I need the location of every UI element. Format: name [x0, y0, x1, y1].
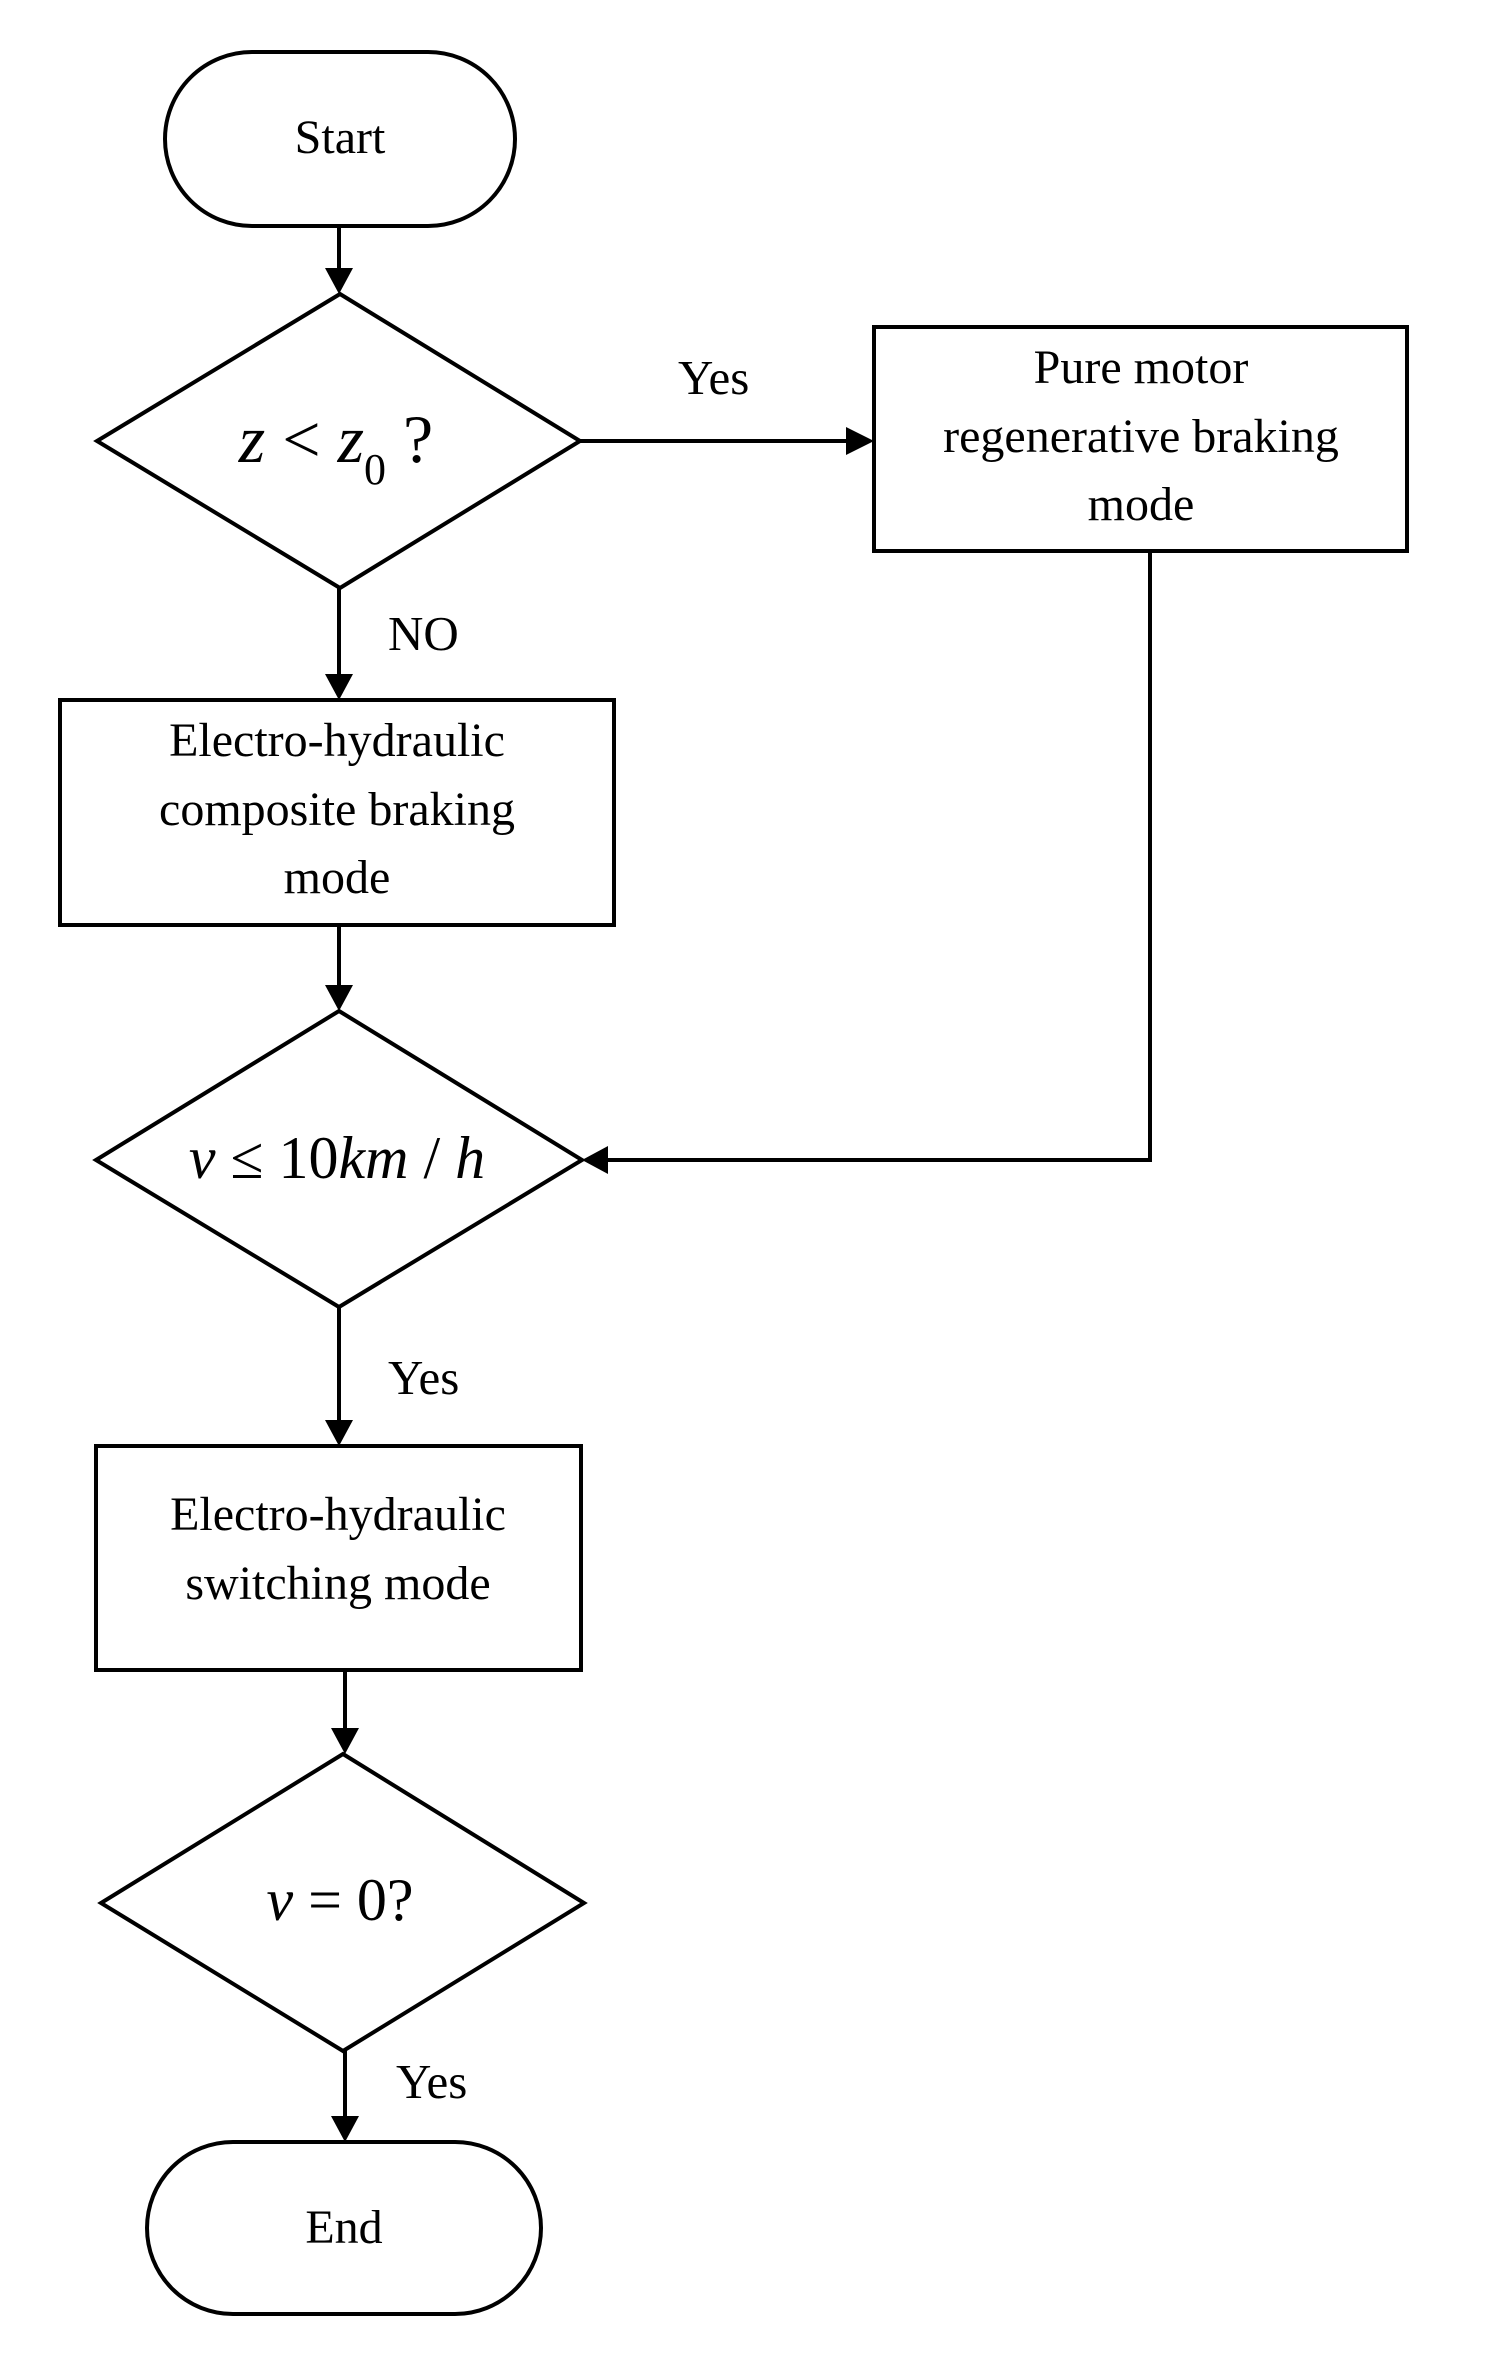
pure-motor-line-2: regenerative braking — [943, 410, 1339, 463]
pure-motor-box — [872, 325, 1409, 553]
edge-label-v0-yes: Yes — [396, 2054, 467, 2109]
end-terminator-shape — [145, 2140, 543, 2316]
start-label: Start — [295, 111, 386, 164]
arrowhead-icon — [582, 1146, 608, 1174]
decision-z-subscript: 0 — [364, 445, 386, 494]
switching-box — [94, 1444, 583, 1672]
decision-z-node: z < z0 ? — [93, 291, 584, 591]
arrowhead-icon — [325, 268, 353, 294]
switching-line-1: Electro-hydraulic — [170, 1488, 506, 1541]
end-node: End — [145, 2140, 543, 2316]
pure-motor-line-3: mode — [1088, 478, 1195, 531]
edges — [325, 226, 1152, 2142]
arrowhead-icon — [846, 427, 874, 455]
decision-v10-unit: km — [338, 1125, 408, 1191]
decision-z-question: ? — [386, 401, 433, 477]
decision-z-var: z — [238, 401, 265, 477]
pure-motor-node: Pure motor regenerative braking mode — [872, 325, 1409, 553]
pure-motor-line-1: Pure motor — [1034, 341, 1249, 394]
start-terminator-shape — [163, 50, 517, 228]
composite-line-1: Electro-hydraulic — [169, 714, 505, 767]
decision-v10-slash: / — [408, 1125, 455, 1191]
edge-label-z-yes: Yes — [678, 350, 749, 405]
decision-v0-var: v — [266, 1867, 293, 1933]
decision-v0-rest: = 0? — [293, 1867, 413, 1933]
composite-box — [58, 698, 616, 927]
composite-line-2: composite braking — [159, 783, 515, 836]
edge-label-z-no: NO — [388, 606, 459, 661]
edge-pure-motor-to-decision-v10 — [608, 553, 1152, 1162]
decision-z-label: z < z0 ? — [238, 401, 433, 494]
decision-z-operator: < — [265, 401, 337, 477]
decision-v0-label: v = 0? — [266, 1867, 413, 1933]
arrowhead-icon — [325, 985, 353, 1011]
end-label: End — [305, 2201, 382, 2254]
decision-v10-unit2: h — [455, 1125, 485, 1191]
decision-v10-node: v ≤ 10km / h — [92, 1008, 586, 1310]
switching-line-2: switching mode — [185, 1557, 490, 1610]
arrowhead-icon — [325, 1420, 353, 1446]
decision-v0-diamond — [97, 1751, 588, 2054]
decision-z-var2: z — [337, 401, 364, 477]
arrowhead-icon — [325, 674, 353, 700]
composite-node: Electro-hydraulic composite braking mode — [58, 698, 616, 927]
decision-v10-var: v — [189, 1125, 216, 1191]
arrowhead-icon — [331, 1728, 359, 1754]
arrowhead-icon — [331, 2116, 359, 2142]
decision-v10-operator: ≤ 10 — [216, 1125, 339, 1191]
decision-z-diamond — [93, 291, 584, 591]
switching-node: Electro-hydraulic switching mode — [94, 1444, 583, 1672]
decision-v0-node: v = 0? — [97, 1751, 588, 2054]
composite-line-3: mode — [284, 851, 391, 904]
edge-label-v10-yes: Yes — [388, 1350, 459, 1405]
edge-labels: Yes NO Yes Yes — [388, 350, 749, 2109]
decision-v10-label: v ≤ 10km / h — [189, 1125, 485, 1191]
decision-v10-diamond — [92, 1008, 586, 1310]
start-node: Start — [163, 50, 517, 228]
